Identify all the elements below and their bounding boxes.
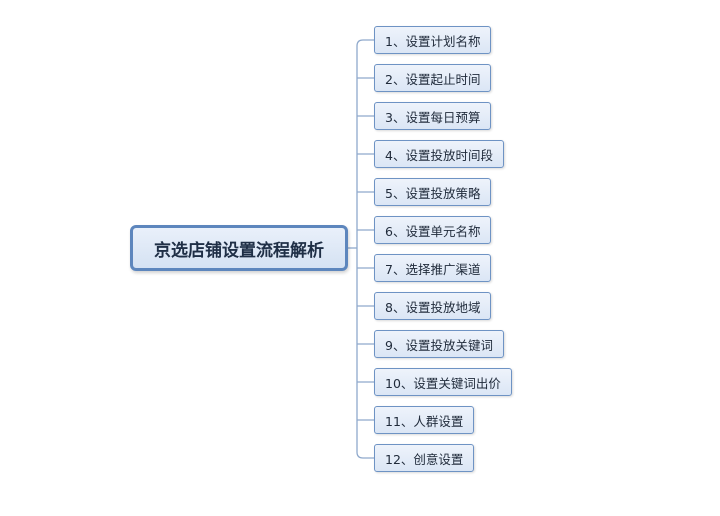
branch-node-9[interactable]: 9、设置投放关键词 <box>374 330 504 358</box>
branch-node-5[interactable]: 5、设置投放策略 <box>374 178 492 206</box>
branch-node-12[interactable]: 12、创意设置 <box>374 444 475 472</box>
branch-node-7[interactable]: 7、选择推广渠道 <box>374 254 492 282</box>
branch-node-4[interactable]: 4、设置投放时间段 <box>374 140 504 168</box>
branch-node-2[interactable]: 2、设置起止时间 <box>374 64 492 92</box>
branch-node-1[interactable]: 1、设置计划名称 <box>374 26 492 54</box>
branch-connector-12 <box>356 451 374 459</box>
root-node[interactable]: 京选店铺设置流程解析 <box>130 225 348 271</box>
branch-connector-1 <box>356 39 374 47</box>
branch-node-11[interactable]: 11、人群设置 <box>374 406 475 434</box>
branch-node-6[interactable]: 6、设置单元名称 <box>374 216 492 244</box>
branch-node-8[interactable]: 8、设置投放地域 <box>374 292 492 320</box>
branch-node-3[interactable]: 3、设置每日预算 <box>374 102 492 130</box>
branch-node-10[interactable]: 10、设置关键词出价 <box>374 368 512 396</box>
